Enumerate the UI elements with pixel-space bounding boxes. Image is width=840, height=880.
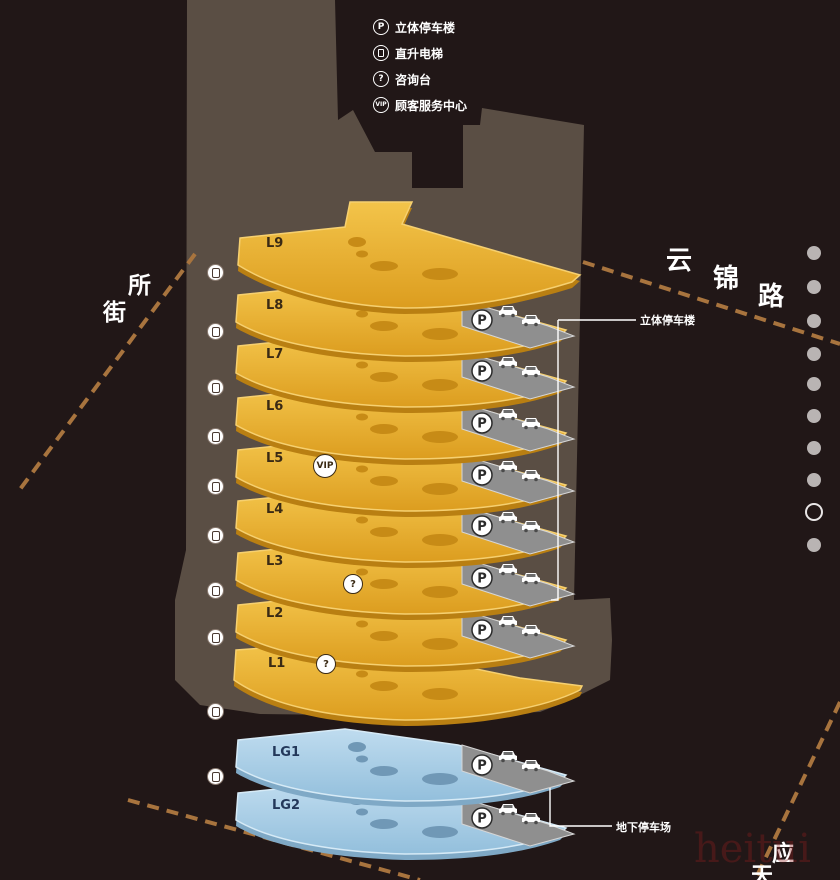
elevator-icon <box>373 45 389 61</box>
elevator-icon <box>207 428 224 445</box>
floor-label-l1[interactable]: L1 <box>268 656 286 671</box>
parking-deck[interactable]: P <box>461 797 576 847</box>
legend-row-parking: P 立体停车楼 <box>373 14 467 40</box>
floor-slab-l7[interactable]: P <box>235 334 576 413</box>
street-right-char-2: 锦 <box>713 264 740 294</box>
elevator-icon <box>207 478 224 495</box>
pager-dot[interactable] <box>807 347 821 361</box>
elevator-icon <box>207 629 224 646</box>
elevator-icon <box>207 768 224 785</box>
legend-row-vip: VIP 顾客服务中心 <box>373 92 467 118</box>
pager-dot[interactable] <box>807 377 821 391</box>
legend-row-info: ? 咨询台 <box>373 66 467 92</box>
parking-deck[interactable]: P <box>461 299 576 349</box>
street-left-char-1: 所 <box>128 273 151 299</box>
floor-slab-lg2[interactable]: P <box>235 781 576 860</box>
callout-parking-tower: 立体停车楼 <box>640 314 695 327</box>
legend-label-info: 咨询台 <box>395 72 432 87</box>
elevator-icon <box>207 379 224 396</box>
elevator-icon <box>207 703 224 720</box>
parking-icon: P <box>373 19 389 35</box>
pager-dot[interactable] <box>807 246 821 260</box>
parking-marker: P <box>477 365 487 380</box>
floor-label-l7[interactable]: L7 <box>266 347 284 362</box>
floor-label-l8[interactable]: L8 <box>266 298 284 313</box>
legend-label-parking: 立体停车楼 <box>395 20 456 35</box>
legend-label-vip: 顾客服务中心 <box>395 98 468 113</box>
parking-marker: P <box>477 469 487 484</box>
floor-slab-lg1[interactable]: P <box>235 728 576 807</box>
parking-marker: P <box>477 812 487 827</box>
elevator-icon <box>207 582 224 599</box>
floor-label-lg1[interactable]: LG1 <box>272 745 300 760</box>
parking-deck[interactable]: P <box>461 454 576 504</box>
floor-label-l6[interactable]: L6 <box>266 399 284 414</box>
legend-label-elevator: 直升电梯 <box>395 46 444 61</box>
parking-marker: P <box>477 624 487 639</box>
info-desk-icon[interactable]: ? <box>316 654 336 674</box>
parking-marker: P <box>477 314 487 329</box>
street-bottom-char-1: 应 <box>772 842 795 867</box>
legend: P 立体停车楼 直升电梯 ? 咨询台 VIP 顾客服务中心 <box>373 14 467 118</box>
floor-label-l4[interactable]: L4 <box>266 502 284 517</box>
floor-label-l2[interactable]: L2 <box>266 606 284 621</box>
parking-marker: P <box>477 417 487 432</box>
floor-label-l5[interactable]: L5 <box>266 451 284 466</box>
parking-deck[interactable]: P <box>461 744 576 794</box>
parking-tower-callout-line <box>549 319 636 827</box>
callout-underground-parking: 地下停车场 <box>616 821 671 834</box>
info-desk-icon: ? <box>373 71 389 87</box>
pager-dot[interactable] <box>807 473 821 487</box>
watermark: heitui <box>694 826 811 872</box>
street-right-char-1: 云 <box>666 246 693 276</box>
legend-row-elevator: 直升电梯 <box>373 40 467 66</box>
pager-dot[interactable] <box>807 280 821 294</box>
vip-service-icon[interactable]: VIP <box>313 454 337 478</box>
elevator-icon <box>207 527 224 544</box>
street-right-char-3: 路 <box>758 282 785 312</box>
floor-label-l3[interactable]: L3 <box>266 554 284 569</box>
parking-marker: P <box>477 572 487 587</box>
elevator-icon <box>207 264 224 281</box>
parking-deck[interactable]: P <box>461 609 576 659</box>
pager-dot[interactable] <box>807 538 821 552</box>
parking-deck[interactable]: P <box>461 402 576 452</box>
pager-dot[interactable] <box>807 409 821 423</box>
parking-deck[interactable]: P <box>461 557 576 607</box>
parking-deck[interactable]: P <box>461 505 576 555</box>
vip-icon: VIP <box>373 97 389 113</box>
parking-deck[interactable]: P <box>461 350 576 400</box>
pager-dot[interactable] <box>807 314 821 328</box>
parking-marker: P <box>477 759 487 774</box>
elevator-icon <box>207 323 224 340</box>
street-left-char-2: 街 <box>103 300 126 326</box>
parking-marker: P <box>477 520 487 535</box>
pager-dot[interactable] <box>805 503 823 521</box>
floor-label-lg2[interactable]: LG2 <box>272 798 300 813</box>
pager-dot[interactable] <box>807 441 821 455</box>
floor-label-l9[interactable]: L9 <box>266 236 284 251</box>
info-desk-icon[interactable]: ? <box>343 574 363 594</box>
street-bottom-char-2: 天 <box>751 864 774 880</box>
floor-slab-l9[interactable] <box>237 201 582 314</box>
